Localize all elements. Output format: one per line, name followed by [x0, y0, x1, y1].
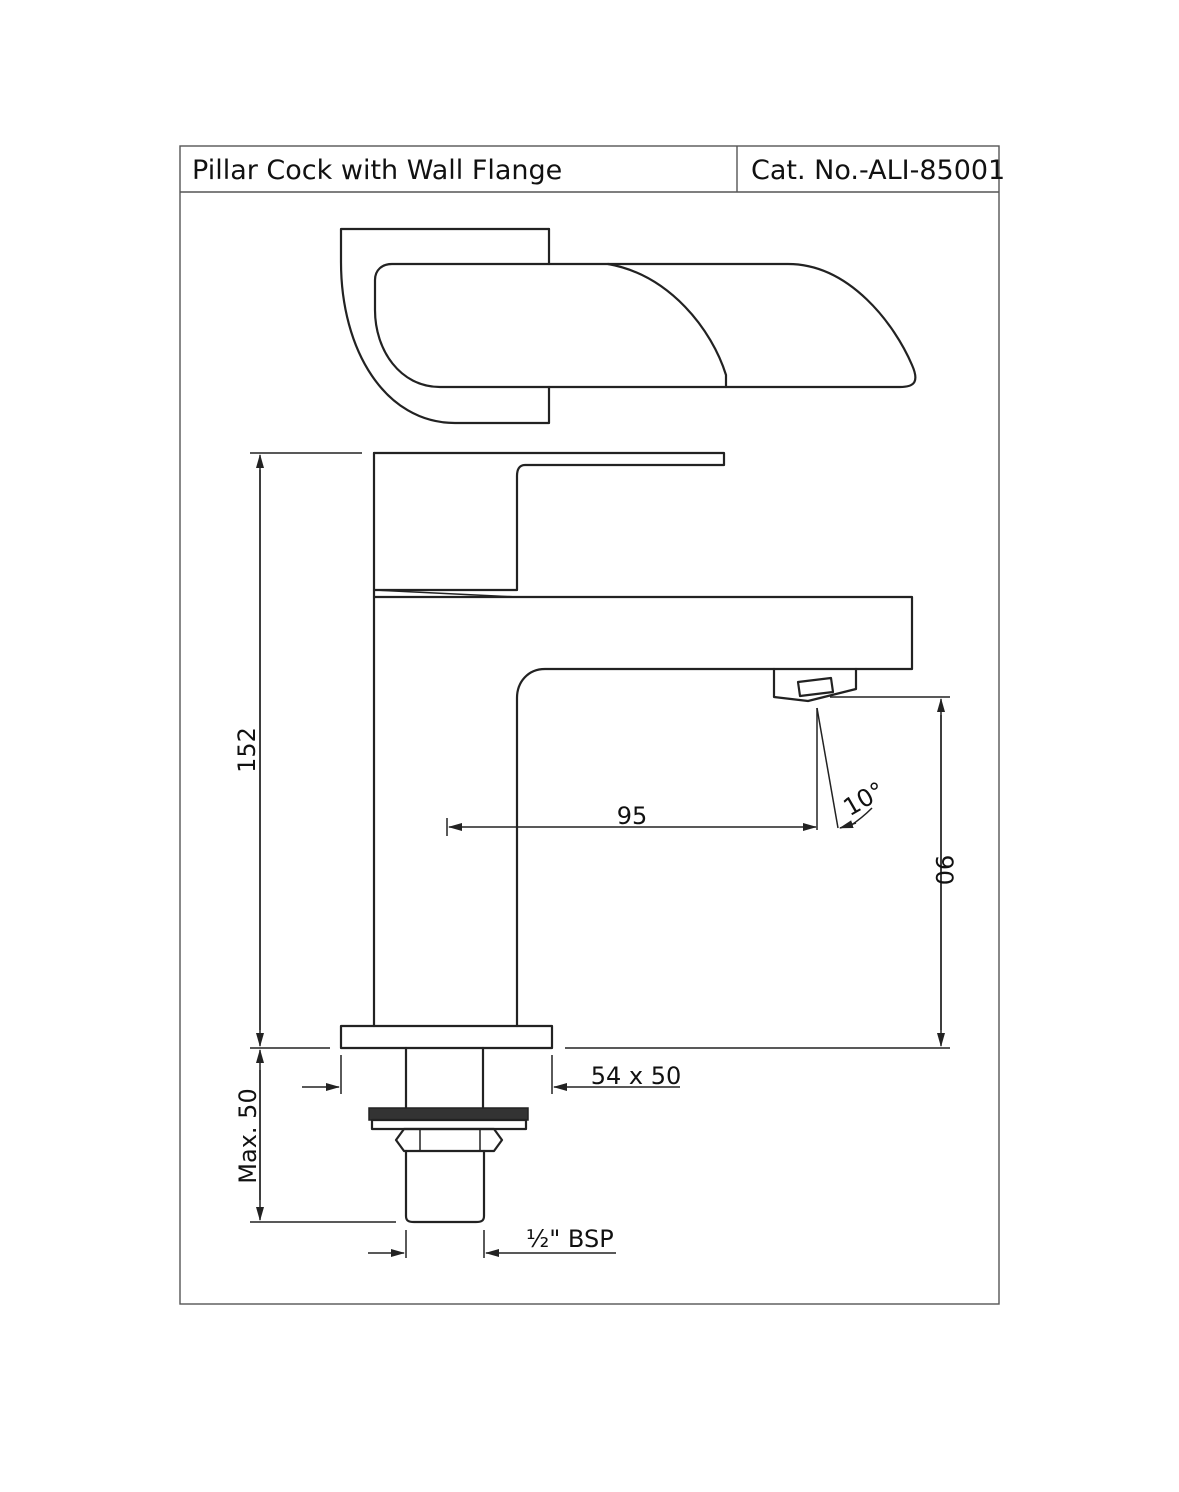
dimension-reach-label: 95 — [617, 802, 648, 830]
dimension-angle-label: 10° — [839, 776, 890, 822]
dimension-flange-label: 54 x 50 — [591, 1062, 682, 1090]
product-title: Pillar Cock with Wall Flange — [192, 155, 562, 186]
drawing-frame — [179, 145, 1000, 1305]
dimension-max-depth-label: Max. 50 — [234, 1088, 262, 1183]
top-view — [339, 227, 917, 425]
dimension-spout-height-label: 90 — [930, 855, 958, 886]
dimension-thread-label: ½" BSP — [526, 1225, 614, 1253]
side-view — [339, 451, 914, 1224]
catalog-number: Cat. No.-ALI-85001 — [751, 155, 1005, 186]
dimension-height-label: 152 — [233, 727, 261, 773]
dimension-lines — [250, 452, 950, 1258]
